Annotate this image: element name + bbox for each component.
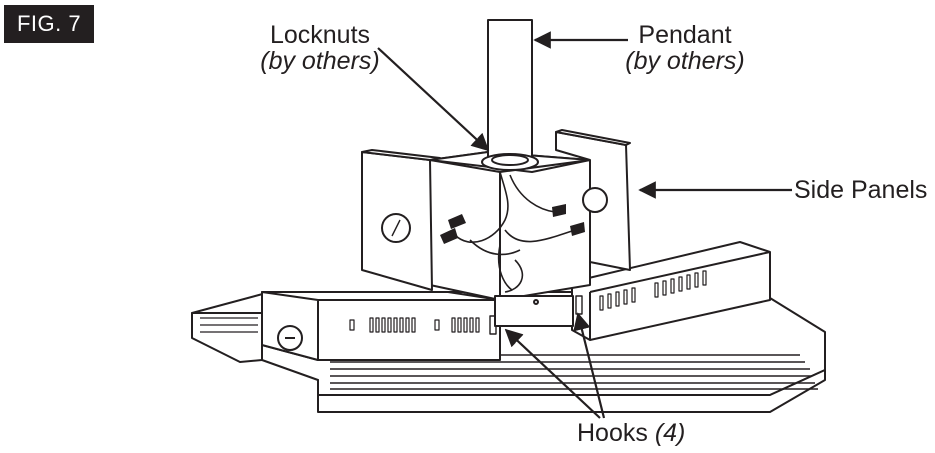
right-housing [571,241,771,341]
side-panels-callout: Side Panels [794,177,927,203]
locknuts-sublabel: (by others) [260,47,380,76]
side-panel-left [361,149,441,291]
side-panel-right [555,129,631,271]
locknuts-label: Locknuts [269,21,371,49]
left-housing [261,291,501,361]
side-panels-label: Side Panels [794,176,928,204]
locknuts-leader [377,47,490,152]
hooks-leader-right [573,312,606,419]
pendant-sublabel: (by others) [625,47,745,76]
pendant-callout: Pendant (by others) [615,22,755,75]
wire-nuts [440,204,585,244]
wiring [454,171,576,293]
hooks-label: Hooks [577,419,648,447]
figure-label: FIG. 7 [4,5,94,43]
hooks-callout: Hooks (4) [577,420,685,446]
hooks-count: (4) [654,419,686,447]
pendant-tube [481,19,539,171]
hook-right-inner [575,295,583,315]
locknuts-callout: Locknuts (by others) [254,22,386,75]
hooks-leader-left [504,328,601,419]
pendant-label: Pendant [638,21,732,49]
